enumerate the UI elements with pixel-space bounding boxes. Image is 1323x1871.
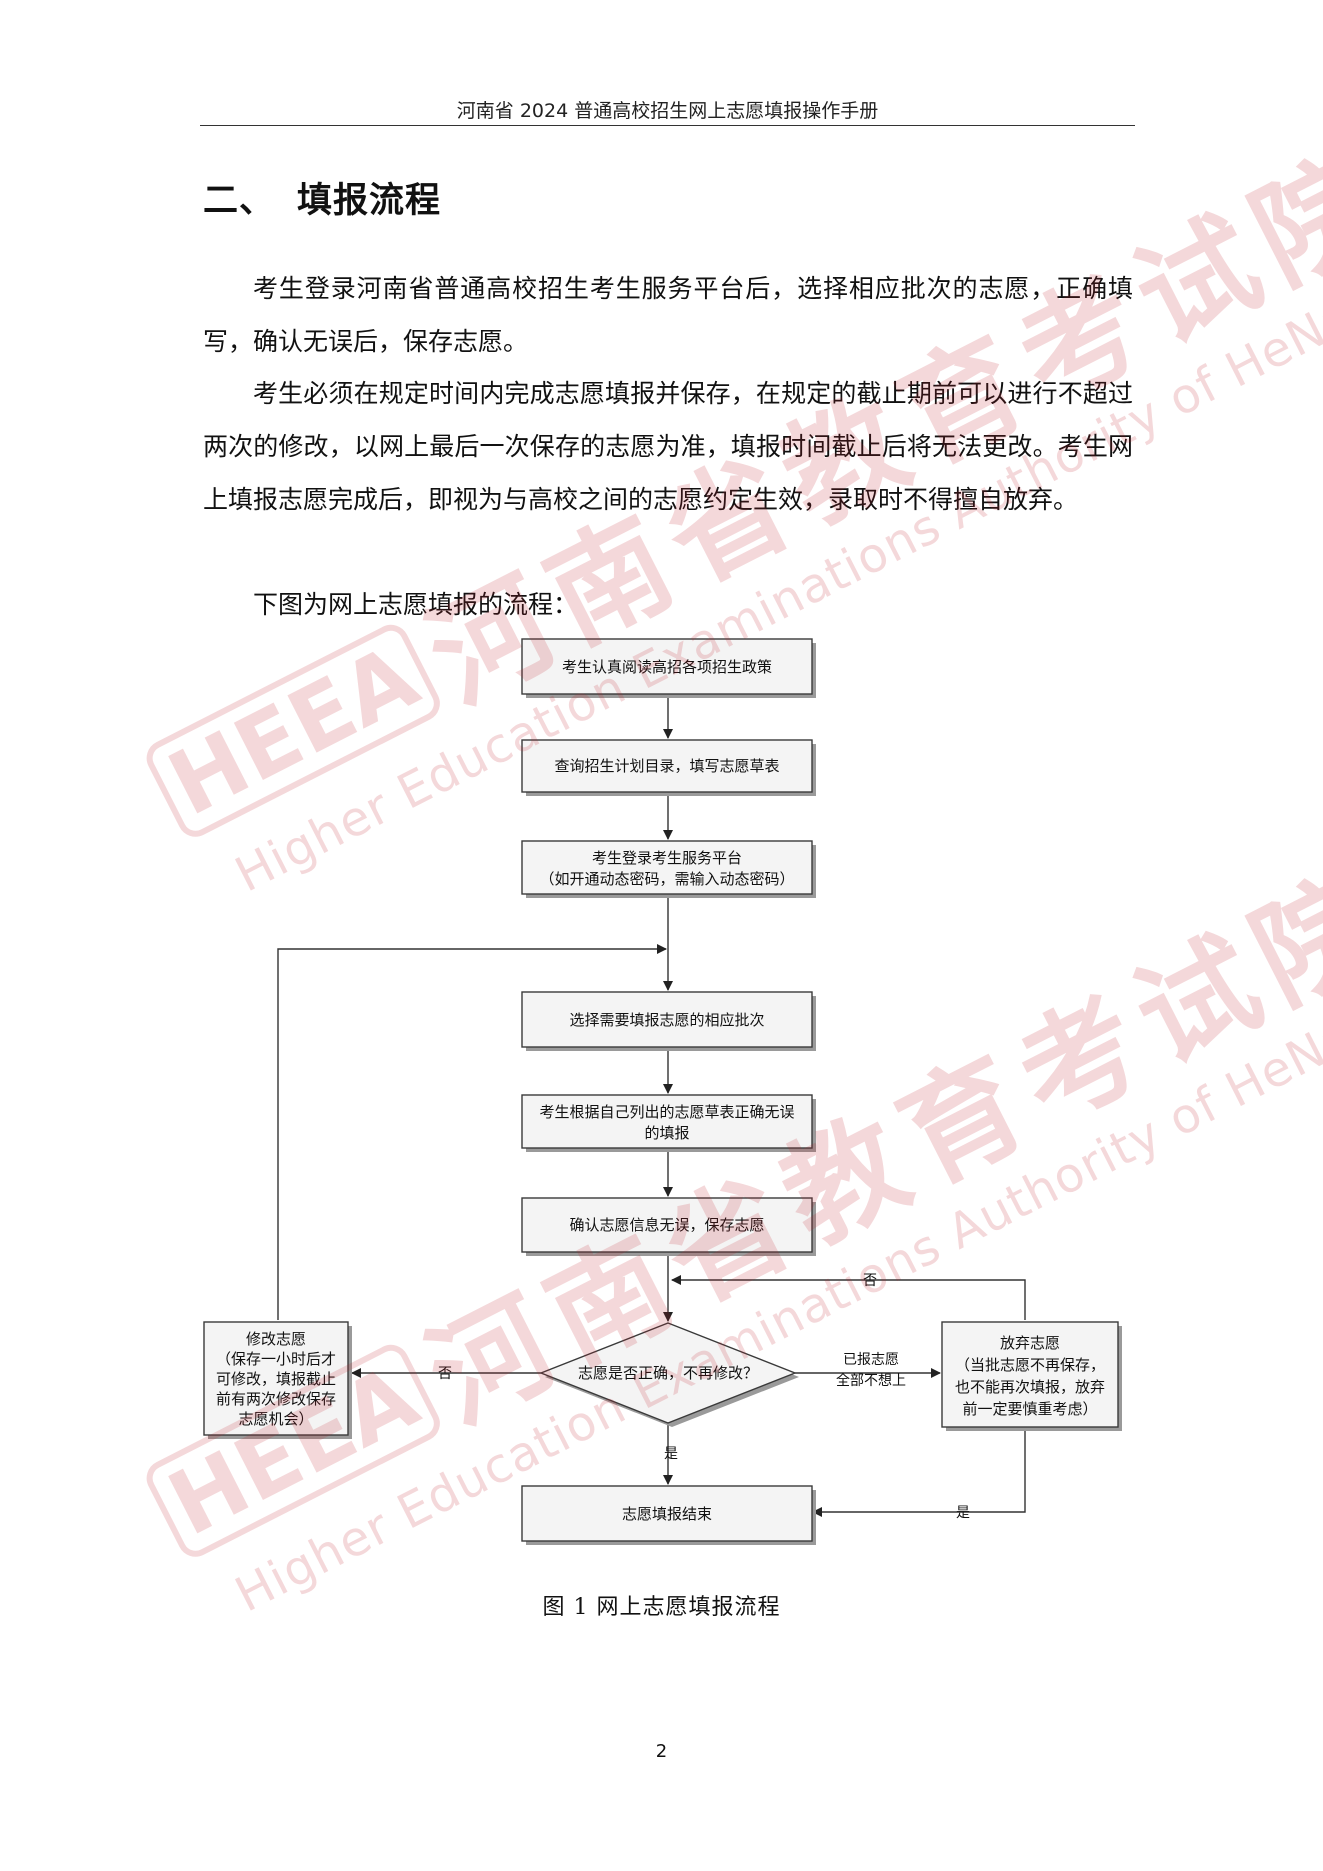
paragraph-2-text: 考生必须在规定时间内完成志愿填报并保存，在规定的截止期前可以进行不超过两次的修改… bbox=[203, 379, 1133, 514]
step-modify-text-5: 志愿机会） bbox=[238, 1410, 313, 1428]
step-select-batch: 选择需要填报志愿的相应批次 bbox=[521, 991, 816, 1051]
figure-caption: 图 1 网上志愿填报流程 bbox=[542, 1595, 781, 1620]
step-abandon-text-1: 放弃志愿 bbox=[1000, 1334, 1060, 1352]
paragraph-3: 下图为网上志愿填报的流程： bbox=[203, 578, 1133, 631]
step-modify-text-4: 前有两次修改保存 bbox=[216, 1390, 336, 1408]
step-end-text: 志愿填报结束 bbox=[622, 1505, 712, 1523]
step-query-plan: 查询招生计划目录，填写志愿草表 bbox=[521, 739, 816, 796]
edge-label-abandon-1: 已报志愿 bbox=[843, 1352, 899, 1368]
step-abandon: 放弃志愿 （当批志愿不再保存， 也不能再次填报，放弃 前一定要慎重考虑） bbox=[941, 1321, 1122, 1431]
paragraph-2: 考生必须在规定时间内完成志愿填报并保存，在规定的截止期前可以进行不超过两次的修改… bbox=[203, 367, 1133, 526]
step-fill: 考生根据自己列出的志愿草表正确无误 的填报 bbox=[521, 1094, 816, 1152]
paragraph-1: 考生登录河南省普通高校招生考生服务平台后，选择相应批次的志愿，正确填写，确认无误… bbox=[203, 262, 1133, 368]
step-decision-text: 志愿是否正确，不再修改？ bbox=[578, 1364, 758, 1382]
step-abandon-text-3: 也不能再次填报，放弃 bbox=[955, 1378, 1105, 1396]
step-read-policy-text: 考生认真阅读高招各项招生政策 bbox=[562, 658, 772, 676]
page-number: 2 bbox=[655, 1741, 668, 1762]
edge-modify-loop bbox=[277, 944, 667, 1320]
edge-label-abandon-2: 全部不想上 bbox=[836, 1372, 906, 1389]
step-modify: 修改志愿 （保存一小时后才 可修改，填报截止 前有两次修改保存 志愿机会） bbox=[203, 1321, 352, 1439]
section-title: 二、填报流程 bbox=[203, 172, 441, 223]
step-modify-text-1: 修改志愿 bbox=[246, 1330, 306, 1348]
step-select-batch-text: 选择需要填报志愿的相应批次 bbox=[569, 1011, 764, 1029]
section-heading: 填报流程 bbox=[297, 181, 442, 221]
step-login: 考生登录考生服务平台 （如开通动态密码，需输入动态密码） bbox=[521, 840, 816, 898]
edge-label-no-back: 否 bbox=[863, 1273, 877, 1289]
step-end: 志愿填报结束 bbox=[521, 1485, 816, 1545]
step-modify-text-2: （保存一小时后才 bbox=[216, 1350, 336, 1368]
edge-label-yes-down: 是 bbox=[664, 1446, 678, 1462]
edge-abandon-no bbox=[671, 1275, 1026, 1320]
flowchart-edges bbox=[277, 696, 1026, 1517]
edge-label-yes-end: 是 bbox=[956, 1505, 970, 1521]
step-abandon-text-2: （当批志愿不再保存， bbox=[955, 1356, 1105, 1374]
paragraph-1-text: 考生登录河南省普通高校招生考生服务平台后，选择相应批次的志愿，正确填写，确认无误… bbox=[203, 274, 1133, 356]
header-rule bbox=[200, 125, 1135, 126]
step-modify-text-3: 可修改，填报截止 bbox=[216, 1370, 336, 1388]
step-login-text-2: （如开通动态密码，需输入动态密码） bbox=[539, 870, 794, 888]
edge-label-no-left: 否 bbox=[438, 1366, 452, 1382]
section-number: 二、 bbox=[203, 181, 276, 221]
paragraph-3-text: 下图为网上志愿填报的流程： bbox=[253, 590, 579, 619]
edge-abandon-yes bbox=[812, 1429, 1026, 1517]
step-confirm-save-text: 确认志愿信息无误，保存志愿 bbox=[569, 1216, 764, 1234]
step-read-policy: 考生认真阅读高招各项招生政策 bbox=[521, 638, 816, 698]
step-fill-text-1: 考生根据自己列出的志愿草表正确无误 bbox=[539, 1103, 794, 1121]
step-fill-text-2: 的填报 bbox=[644, 1124, 689, 1142]
step-confirm-save: 确认志愿信息无误，保存志愿 bbox=[521, 1197, 816, 1256]
step-login-text-1: 考生登录考生服务平台 bbox=[592, 849, 742, 867]
step-decision: 志愿是否正确，不再修改？ bbox=[539, 1322, 799, 1427]
running-header: 河南省 2024 普通高校招生网上志愿填报操作手册 bbox=[456, 100, 879, 122]
step-abandon-text-4: 前一定要慎重考虑） bbox=[962, 1400, 1097, 1418]
step-query-plan-text: 查询招生计划目录，填写志愿草表 bbox=[554, 757, 779, 775]
